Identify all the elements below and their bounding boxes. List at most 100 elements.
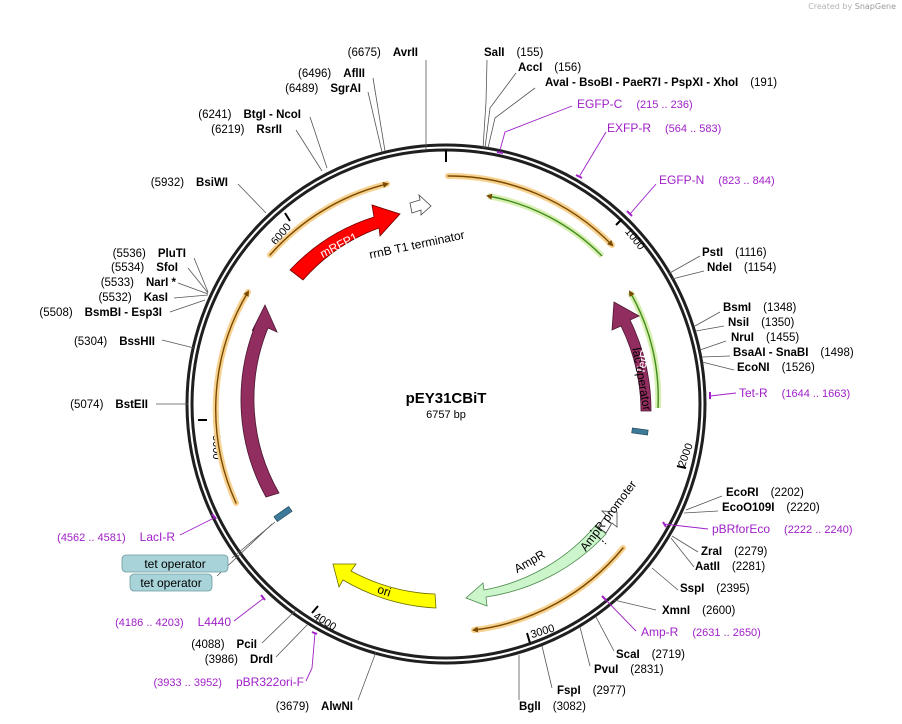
site-xhoi-group: AvaI - BsoBI - PaeR7I - PspXI - XhoI(191… [545, 77, 777, 89]
orf-arc-mrfp1-line [269, 182, 389, 256]
orf-arc-ampr-line [472, 547, 624, 633]
site-aatii: AatII(2281) [695, 561, 765, 573]
primer-tet-r: Tet-R(1644 .. 1663) [739, 386, 850, 400]
site-xmni: XmnI(2600) [662, 605, 736, 617]
leader-sfo [187, 267, 209, 294]
leader-nde [671, 270, 705, 280]
primer-mark-egfpc [496, 151, 504, 154]
site-avrii: (6675)AvrII [348, 47, 418, 59]
feature-label-laci: lacI [263, 395, 277, 414]
primer-mark-ampr [601, 595, 607, 601]
leader-bsmb [169, 299, 206, 313]
site-nrui: NruI(1455) [731, 332, 799, 344]
site-bsiwi: (5932)BsiWI [151, 177, 228, 189]
ruler-tick-1000 [615, 218, 623, 226]
leader-ssp [651, 567, 679, 591]
feature-laci [240, 304, 280, 498]
leader-nsi [695, 325, 725, 332]
primer-marks [211, 151, 711, 635]
site-snabi-group: BsaAI - SnaBI(1498) [733, 347, 854, 359]
leader-bsshii [161, 339, 195, 349]
primer-labels-left: (4562 .. 4581)LacI-R (4186 .. 4203)L4440… [57, 530, 304, 689]
tet-operator-tags: tet operator tet operator [121, 554, 229, 592]
site-drdi: (3986)DrdI [205, 654, 273, 666]
primer-leader-pbr322 [305, 632, 316, 682]
tet-operator-tag-2 [129, 573, 213, 592]
feature-tetr [611, 301, 652, 412]
site-nsii: NsiI(1350) [728, 317, 795, 329]
ruler: 1000 2000 3000 4000 5000 6000 [198, 212, 696, 644]
tet-operator-label-1: tet operator [144, 557, 205, 571]
site-sspi: SspI(2395) [680, 583, 750, 595]
site-acci: AccI(156) [518, 62, 581, 74]
primer-leaders [179, 105, 737, 682]
primer-leader-laci [179, 516, 217, 536]
primer-egfp-c: EGFP-C(215 .. 236) [577, 97, 693, 111]
feature-ampr [465, 524, 607, 607]
primer-leader-l4440 [233, 597, 265, 622]
leader-drd [275, 623, 309, 658]
primer-mark-exfpr [575, 174, 583, 179]
ruler-tick-4000 [311, 605, 319, 614]
leader-bsmi [694, 311, 721, 327]
site-sali: SalI(155) [484, 47, 543, 59]
green-arc-tetr-line [629, 290, 659, 409]
leader-econ [701, 361, 735, 371]
site-ecoo109i: EcoO109I(2220) [722, 502, 820, 514]
ruler-tick-2000 [676, 465, 687, 469]
primer-exfp-r: EXFP-R(564 .. 583) [607, 121, 721, 135]
leader-sali [482, 59, 488, 149]
feature-label-ampr-promoter: AmpR promoter [577, 478, 639, 554]
site-pluti: (5536)PluTI [113, 248, 186, 260]
leader-alwn [357, 651, 377, 701]
leader-afl [372, 77, 386, 152]
site-ncoi-group: (6241)BtgI - NcoI [198, 109, 301, 121]
site-ndei: NdeI(1154) [707, 262, 776, 274]
plasmid-name: pEY31CBiT [406, 390, 487, 407]
site-zrai: ZraI(2279) [701, 546, 768, 558]
leader-ecori [685, 495, 723, 511]
feature-label-ori: ori [376, 582, 393, 599]
feature-ampr-promoter [597, 510, 618, 534]
leader-pst [667, 255, 701, 275]
primer-leader-tetr [709, 392, 737, 397]
leader-snab [701, 355, 731, 358]
site-rsrii: (6219)RsrII [211, 124, 282, 136]
ruler-label-1000: 1000 [622, 226, 647, 253]
primer-amp-r: Amp-R(2631 .. 2650) [641, 625, 761, 639]
primer-mark-egfpn [626, 210, 633, 217]
ruler-tick-3000 [526, 632, 531, 644]
primer-mark-pbr322 [311, 631, 318, 635]
primer-leader-ampr [603, 597, 637, 632]
leader-aat [670, 537, 695, 568]
orf-arc-laci-line [215, 290, 250, 504]
site-bgli: BglI(3082) [519, 701, 586, 713]
site-pcii: (4088)PciI [191, 639, 257, 651]
primer-mark-l4440 [260, 594, 266, 601]
site-fspi: FspI(2977) [557, 685, 626, 697]
leader-fsp [541, 645, 553, 689]
watermark: Created by SnapGene [808, 2, 896, 11]
primer-leader-egfpn [629, 183, 657, 215]
green-arc-top [487, 193, 605, 259]
primer-mark-laci [211, 513, 217, 520]
primer-pbr322ori-f: (3933 .. 3952)pBR322ori-F [153, 675, 304, 689]
feature-mrfp1 [289, 204, 401, 281]
feature-tet-operator-box [273, 505, 293, 523]
site-pvui: PvuI(2831) [594, 664, 664, 676]
leader-pci [261, 609, 297, 644]
leader-sca [595, 616, 615, 652]
site-nari: (5533)NarI * [101, 277, 177, 289]
feature-ori [332, 563, 437, 609]
site-alwni: (3679)AlwNI [276, 701, 353, 713]
leader-nru [699, 340, 727, 351]
snapgene-logo-text: SnapGene [854, 2, 896, 11]
leader-zra [671, 535, 699, 553]
feature-arrows [240, 193, 652, 609]
primer-leader-egfpc [499, 105, 573, 151]
plasmid-size: 6757 bp [426, 409, 466, 421]
leader-rsr [295, 129, 323, 172]
leader-ncoi [309, 116, 328, 169]
primer-egfp-n: EGFP-N(823 .. 844) [659, 173, 775, 187]
